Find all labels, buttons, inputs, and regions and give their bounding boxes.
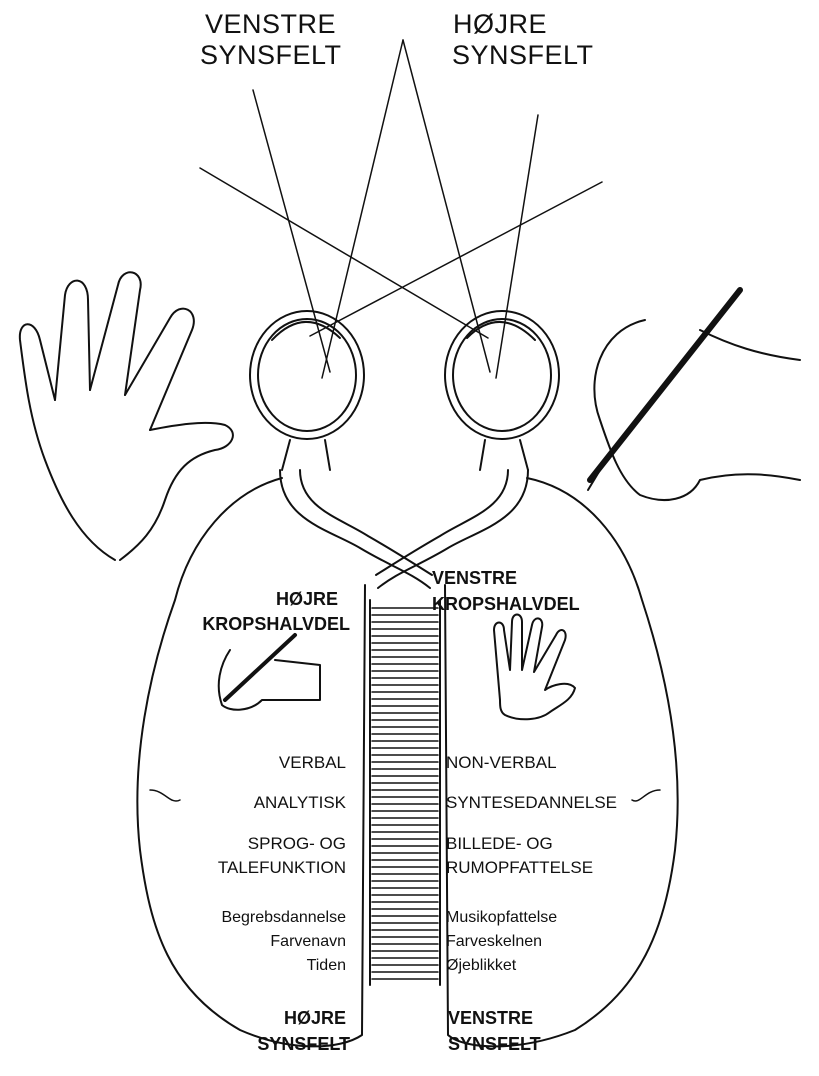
right-visual-field-line1: VENSTRE <box>448 1008 533 1028</box>
left-function-analytic: ANALYTISK <box>254 793 347 812</box>
right-function-nonverbal: NON-VERBAL <box>446 753 557 772</box>
top-left-label-line1: VENSTRE <box>205 9 336 39</box>
visual-field-rays <box>200 40 602 378</box>
left-eye-icon <box>250 311 364 470</box>
right-detail-music: Musikopfattelse <box>446 909 557 926</box>
small-writing-hand-icon <box>219 635 320 710</box>
right-function-spatial-line2: RUMOPFATTELSE <box>446 858 593 877</box>
corpus-callosum-icon <box>370 600 440 985</box>
right-eye-icon <box>445 311 559 470</box>
open-hand-icon <box>20 272 233 560</box>
top-left-label-line2: SYNSFELT <box>200 40 342 70</box>
left-visual-field-line2: SYNSFELT <box>257 1034 350 1054</box>
left-function-language-line1: SPROG- OG <box>248 834 346 853</box>
right-function-spatial-line1: BILLEDE- OG <box>446 834 553 853</box>
small-open-hand-icon <box>494 615 575 720</box>
writing-hand-icon <box>588 290 800 500</box>
right-detail-moment: Øjeblikket <box>446 957 517 974</box>
left-function-verbal: VERBAL <box>279 753 346 772</box>
right-function-synthesis: SYNTESEDANNELSE <box>446 793 617 812</box>
right-body-half-line1: VENSTRE <box>432 568 517 588</box>
left-detail-time: Tiden <box>307 957 346 974</box>
top-right-label-line2: SYNSFELT <box>452 40 594 70</box>
left-detail-color-names: Farvenavn <box>270 933 346 950</box>
right-detail-color-discrimination: Farveskelnen <box>446 933 542 950</box>
left-body-half-line1: HØJRE <box>276 589 338 609</box>
top-right-label-line1: HØJRE <box>453 9 547 39</box>
right-visual-field-line2: SYNSFELT <box>448 1034 541 1054</box>
left-detail-concepts: Begrebsdannelse <box>221 909 346 926</box>
left-body-half-line2: KROPSHALVDEL <box>202 614 350 634</box>
left-function-language-line2: TALEFUNKTION <box>218 858 346 877</box>
left-visual-field-line1: HØJRE <box>284 1008 346 1028</box>
right-body-half-line2: KROPSHALVDEL <box>432 594 580 614</box>
